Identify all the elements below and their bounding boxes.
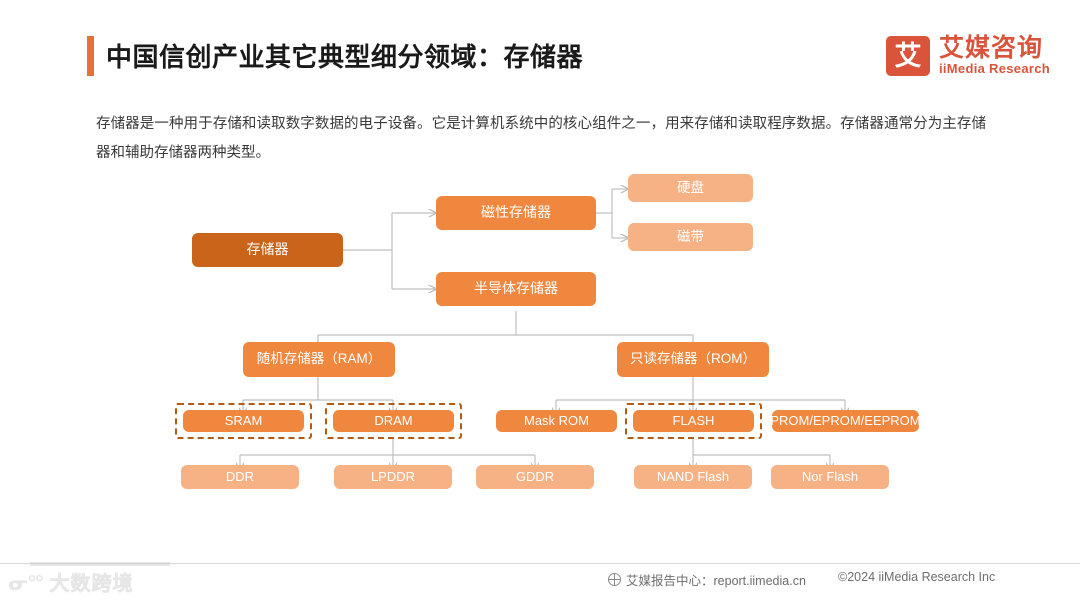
watermark-bar — [30, 562, 170, 566]
footer-report-center: 艾媒报告中心：report.iimedia.cn — [608, 570, 806, 589]
title-accent-bar — [87, 36, 94, 76]
node-rom[interactable]: 只读存储器（ROM） — [617, 342, 769, 377]
page-title: 中国信创产业其它典型细分领域：存储器 — [106, 42, 584, 72]
node-hard-disk[interactable]: 硬盘 — [628, 174, 753, 202]
node-nor-flash[interactable]: Nor Flash — [771, 465, 889, 489]
logo-name-en: iiMedia Research — [938, 61, 1050, 77]
node-prom-eprom-eeprom[interactable]: PROM/EPROM/EEPROM — [770, 410, 921, 432]
node-flash[interactable]: FLASH — [633, 410, 754, 432]
node-dram[interactable]: DRAM — [333, 410, 454, 432]
watermark-label: 大数跨境 — [49, 572, 134, 595]
logo-mark-icon: 艾 — [885, 36, 930, 77]
node-gddr[interactable]: GDDR — [476, 465, 594, 489]
node-root-memory[interactable]: 存储器 — [192, 233, 343, 267]
memory-taxonomy-diagram: 存储器 磁性存储器 半导体存储器 硬盘 磁带 随机存储器（RAM） 只读存储器（… — [0, 165, 1080, 525]
highlight-box-sram — [175, 403, 312, 439]
footer-divider — [0, 563, 1080, 564]
node-semiconductor-storage[interactable]: 半导体存储器 — [436, 272, 596, 306]
node-nand-flash[interactable]: NAND Flash — [634, 465, 752, 489]
slide-header: 中国信创产业其它典型细分领域：存储器 艾 艾媒咨询 iiMedia Resear… — [0, 0, 1080, 95]
node-magnetic-storage[interactable]: 磁性存储器 — [436, 196, 596, 230]
logo-text: 艾媒咨询 iiMedia Research — [939, 35, 1050, 78]
node-ram[interactable]: 随机存储器（RAM） — [243, 342, 395, 377]
logo-name-cn: 艾媒咨询 — [938, 34, 1043, 62]
globe-icon — [608, 573, 621, 586]
footer-copyright: ©2024 iiMedia Research Inc — [838, 570, 996, 584]
slide-footer: 艾媒报告中心：report.iimedia.cn ©2024 iiMedia R… — [0, 566, 1080, 592]
highlight-box-dram — [325, 403, 462, 439]
node-lpddr[interactable]: LPDDR — [334, 465, 452, 489]
brand-logo: 艾 艾媒咨询 iiMedia Research — [885, 35, 1050, 78]
node-magnetic-tape[interactable]: 磁带 — [628, 223, 753, 251]
highlight-box-flash — [625, 403, 762, 439]
watermark: ᓂ°° 大数跨境 — [8, 573, 134, 594]
node-ddr[interactable]: DDR — [181, 465, 299, 489]
intro-paragraph: 存储器是一种用于存储和读取数字数据的电子设备。它是计算机系统中的核心组件之一，用… — [96, 116, 986, 161]
node-mask-rom[interactable]: Mask ROM — [496, 410, 617, 432]
watermark-logo-icon: ᓂ°° — [8, 572, 44, 595]
footer-report-center-label: 艾媒报告中心：report.iimedia.cn — [626, 574, 806, 588]
node-sram[interactable]: SRAM — [183, 410, 304, 432]
